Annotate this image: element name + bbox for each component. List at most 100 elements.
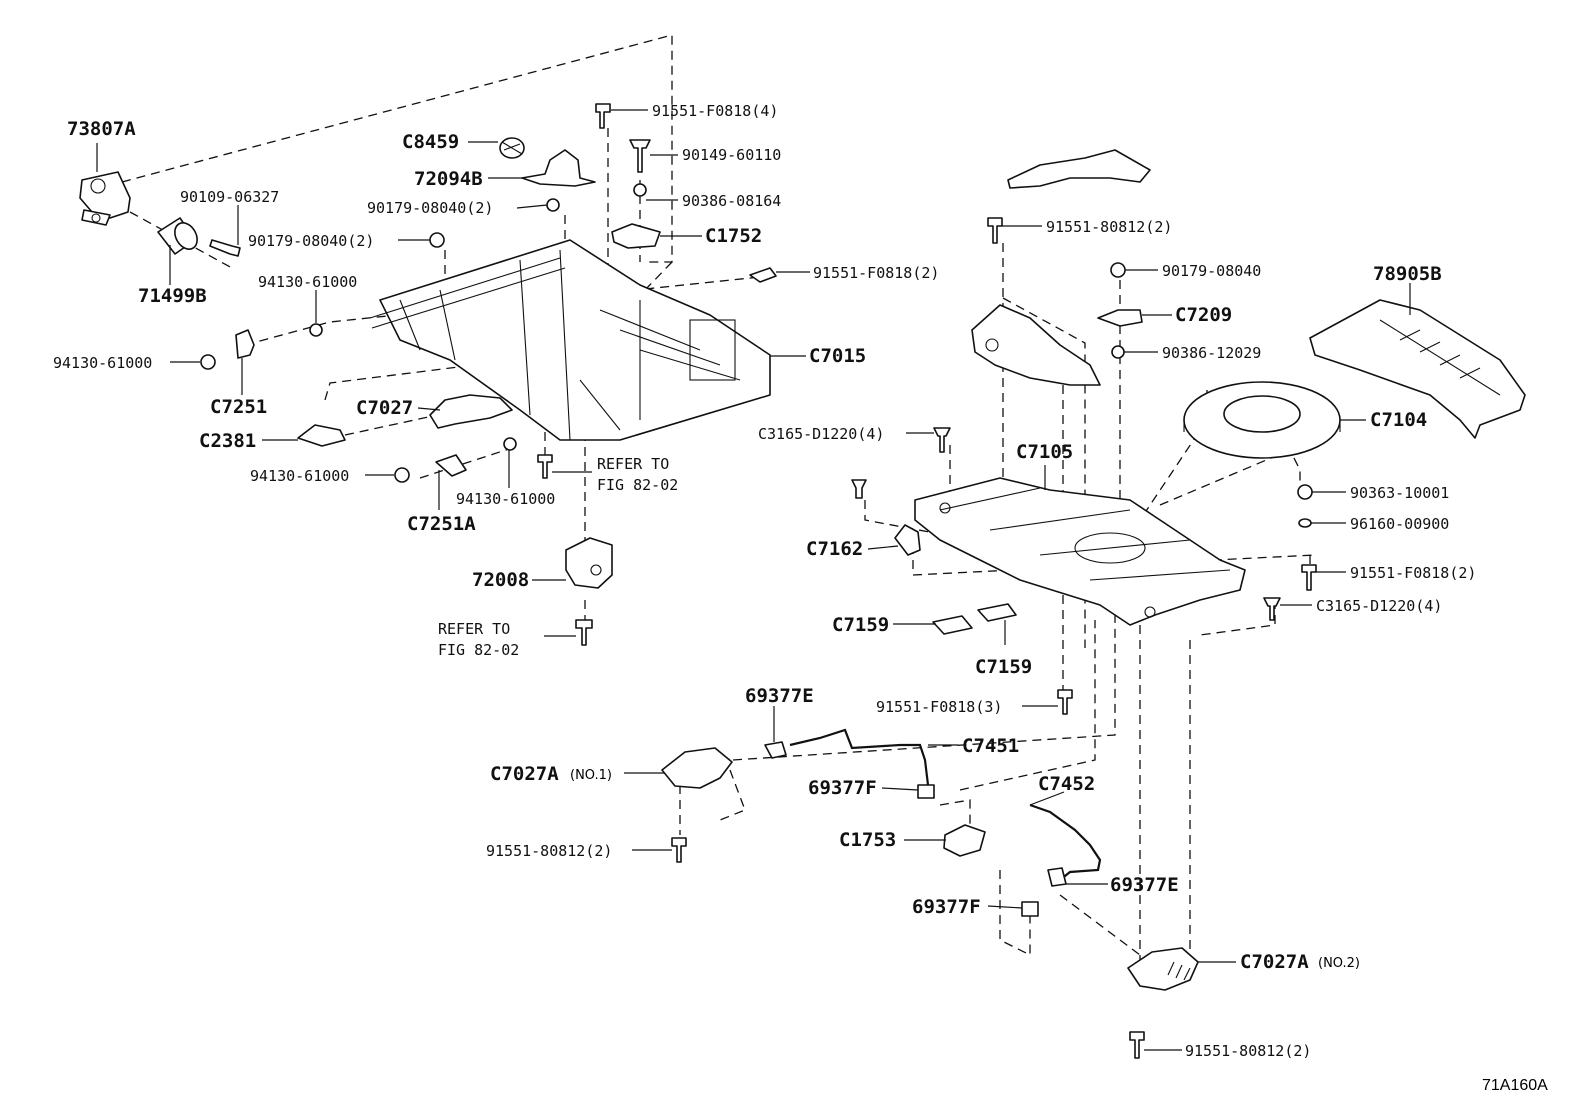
part-90179-08040-nut-b (429, 232, 445, 248)
label-C1752: C1752 (705, 225, 762, 247)
label-C7105: C7105 (1016, 441, 1073, 463)
label-C2381: C2381 (199, 430, 256, 452)
part-72008-shape (565, 537, 613, 589)
label-90386-12029: 90386-12029 (1162, 344, 1261, 362)
label-91551-F0818-2-a: 91551-F0818(2) (813, 264, 939, 282)
part-94130-61000-nut-a (309, 323, 323, 337)
label-94130-61000-d: 94130-61000 (456, 490, 555, 508)
label-90179-08040-2-b: 90179-08040(2) (248, 232, 374, 250)
part-69377E-clip-a (764, 741, 787, 759)
label-91551-80812-2-c: 91551-80812(2) (1185, 1042, 1311, 1060)
part-69377F-clip-a (917, 784, 935, 799)
label-C7452: C7452 (1038, 773, 1095, 795)
label-C3165-D1220-4-a: C3165-D1220(4) (758, 425, 884, 443)
label-94130-61000-c: 94130-61000 (250, 467, 349, 485)
label-C1753: C1753 (839, 829, 896, 851)
label-C7027A-no2-note: (NO.2) (1318, 956, 1360, 971)
leader-lines (96, 109, 1411, 1051)
label-69377F-b: 69377F (912, 896, 981, 918)
label-78905B: 78905B (1373, 263, 1442, 285)
label-90179-08040-2-a: 90179-08040(2) (367, 199, 493, 217)
label-fig-82-02-b: FIG 82-02 (438, 641, 519, 659)
part-91551-F0818-bolt-c (1057, 689, 1073, 715)
label-90149-60110: 90149-60110 (682, 146, 781, 164)
label-72008: 72008 (472, 569, 529, 591)
part-C7105-plate-shape (914, 477, 1246, 626)
part-71499B-shape (157, 217, 198, 255)
label-91551-F0818-2-b: 91551-F0818(2) (1350, 564, 1476, 582)
part-91551-F0818-bolt-b (1301, 564, 1317, 591)
part-91551-80812-bolt-b (671, 837, 687, 863)
part-90179-08040-nut-a (546, 198, 560, 212)
part-94130-61000-nut-b (200, 354, 216, 370)
part-72094B-shape (521, 149, 596, 187)
label-C8459: C8459 (402, 131, 459, 153)
label-69377E-a: 69377E (745, 685, 814, 707)
label-C7027A-no2: C7027A (1240, 951, 1309, 973)
part-C3165-D1220-b (1263, 597, 1281, 621)
part-94130-61000-nut-d (503, 437, 517, 451)
label-96160-00900: 96160-00900 (1350, 515, 1449, 533)
label-C7251A: C7251A (407, 513, 476, 535)
part-94130-61000-nut-c (394, 467, 410, 483)
label-72094B: 72094B (414, 168, 483, 190)
label-C7159-b: C7159 (975, 656, 1032, 678)
label-71499B: 71499B (138, 285, 207, 307)
label-91551-F0818-4: 91551-F0818(4) (652, 102, 778, 120)
part-91551-80812-bolt-c (1129, 1031, 1145, 1059)
part-73807A-shape (79, 171, 131, 226)
part-90386-08164-washer (633, 183, 647, 197)
part-top-rail-cover (1007, 149, 1151, 189)
part-90179-08040-nut-c (1110, 262, 1126, 278)
part-96160-00900-washer (1298, 518, 1312, 528)
part-C3165-D1220-a (933, 427, 951, 453)
part-C7209-shape (1097, 309, 1143, 327)
label-90179-08040: 90179-08040 (1162, 262, 1261, 280)
label-73807A: 73807A (67, 118, 136, 140)
part-C7452-cable (1029, 803, 1102, 881)
part-91551-F0818-side-bolt (749, 267, 777, 283)
part-C1753-shape (943, 824, 986, 857)
label-fig-82-02-a: FIG 82-02 (597, 476, 678, 494)
part-C7015-frame-shape (369, 239, 771, 441)
part-shapes (79, 103, 1526, 1059)
label-refer-to-a: REFER TO (597, 455, 669, 473)
label-C3165-D1220-4-b: C3165-D1220(4) (1316, 597, 1442, 615)
label-C7015: C7015 (809, 345, 866, 367)
part-90363-10001-nut (1297, 484, 1313, 500)
part-refer-bolt-b (575, 619, 593, 646)
part-90386-12029-washer (1111, 345, 1125, 359)
label-C7027A-no1: C7027A (490, 763, 559, 785)
part-C2381-shape (297, 424, 346, 447)
label-90109-06327: 90109-06327 (180, 188, 279, 206)
label-91551-80812-2-a: 91551-80812(2) (1046, 218, 1172, 236)
label-91551-F0818-3: 91551-F0818(3) (876, 698, 1002, 716)
part-C7251-shape (235, 329, 255, 359)
label-C7451: C7451 (962, 735, 1019, 757)
part-78905B-shape (1309, 299, 1526, 439)
part-C7159-pad-b (977, 603, 1017, 622)
label-90363-10001: 90363-10001 (1350, 484, 1449, 502)
label-69377E-b: 69377E (1110, 874, 1179, 896)
part-C1752-plate (611, 223, 661, 249)
part-90149-60110-screw (629, 139, 651, 173)
label-C7027: C7027 (356, 397, 413, 419)
label-69377F-a: 69377F (808, 777, 877, 799)
part-90109-06327-shape (209, 239, 241, 257)
part-C7162-shape (894, 524, 921, 556)
label-94130-61000-b: 94130-61000 (53, 354, 152, 372)
label-C7209: C7209 (1175, 304, 1232, 326)
part-69377E-clip-b (1047, 867, 1067, 887)
label-C7251: C7251 (210, 396, 267, 418)
part-track-bracket-shape (971, 304, 1101, 386)
part-69377F-clip-b (1021, 901, 1039, 917)
part-labels: 73807A 71499B 90109-06327 C8459 72094B 9… (53, 102, 1548, 1094)
part-C7451-cable (789, 728, 930, 786)
part-refer-bolt-a (537, 454, 553, 479)
part-C8459-shape (499, 137, 525, 159)
label-94130-61000-a: 94130-61000 (258, 273, 357, 291)
part-stud (851, 479, 867, 499)
part-C7104-ring-shape (1183, 381, 1341, 459)
part-C7159-pad-a (932, 615, 973, 635)
